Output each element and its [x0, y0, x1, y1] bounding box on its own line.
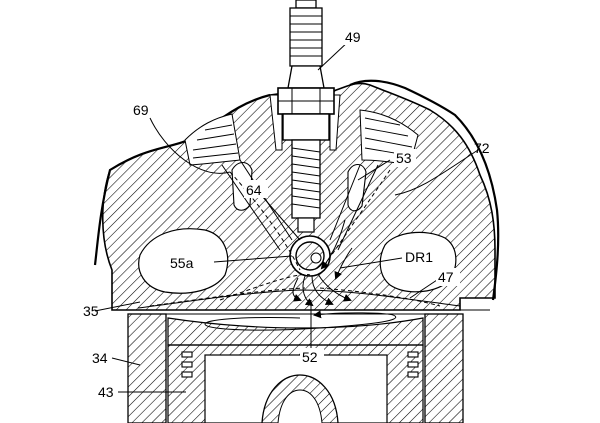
label-DR1: DR1: [405, 249, 433, 265]
liner-right: [424, 313, 464, 423]
flow-arrows: [292, 219, 353, 307]
plug-insulator: [289, 7, 323, 67]
piston-crown: [167, 317, 424, 346]
leader-35: [94, 301, 141, 312]
label-53: 53: [396, 150, 412, 166]
callout-labels: 49 69 53 72 64 55a DR1 47 35 52 34 43: [83, 27, 490, 400]
leader-47: [409, 277, 441, 299]
leader-53: [357, 159, 391, 181]
label-34: 34: [92, 350, 108, 366]
label-55a: 55a: [170, 255, 194, 271]
port-left-upper: [231, 161, 253, 211]
leader-DR1: [339, 257, 403, 269]
pre-chamber: [289, 235, 331, 277]
label-69: 69: [133, 102, 149, 118]
label-35: 35: [83, 303, 99, 319]
label-47: 47: [438, 269, 454, 285]
fin-left: [184, 113, 241, 166]
label-43: 43: [98, 384, 114, 400]
dashed-path-72: [324, 169, 391, 266]
leader-34: [111, 357, 141, 366]
label-49: 49: [345, 29, 361, 45]
combustion-chamber: [137, 169, 461, 309]
spark-plug: [277, 0, 335, 233]
leader-55a: [213, 255, 293, 263]
label-52: 52: [302, 349, 318, 365]
leader-69: [149, 117, 231, 174]
head-outer-contour: [93, 79, 500, 301]
leader-72: [394, 149, 479, 196]
liner-left: [127, 313, 167, 423]
label-72: 72: [474, 140, 490, 156]
cylinder-block: [112, 309, 490, 423]
leader-64: [261, 195, 301, 241]
dashed-path-69: [229, 171, 301, 271]
label-64: 64: [246, 182, 262, 198]
